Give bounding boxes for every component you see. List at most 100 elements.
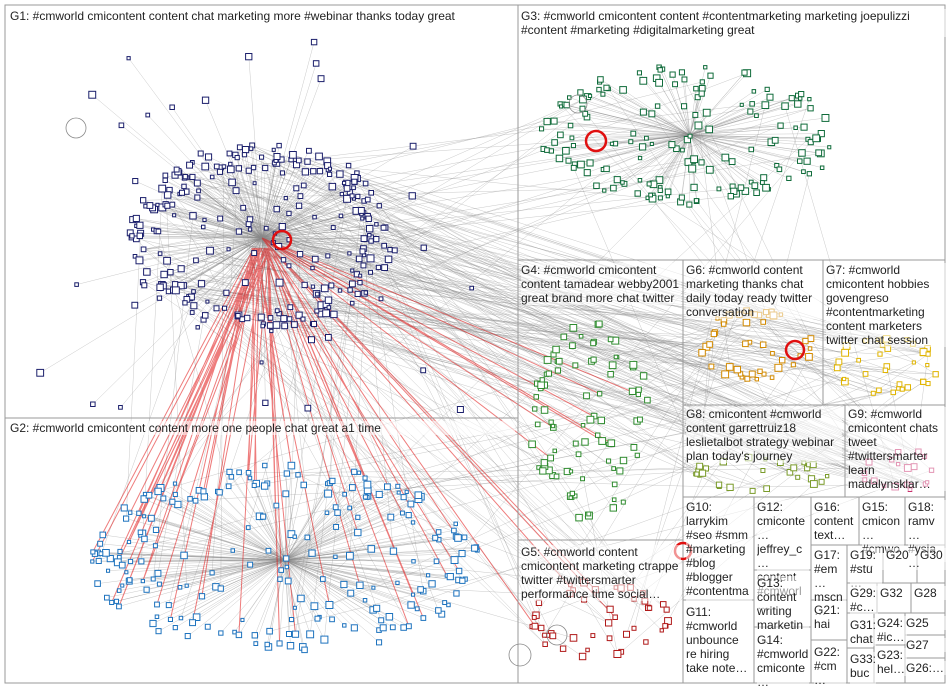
node	[657, 67, 663, 73]
node	[194, 194, 201, 201]
node	[104, 594, 110, 601]
node	[117, 548, 123, 555]
node	[396, 490, 401, 495]
node	[408, 192, 416, 200]
node	[569, 634, 578, 642]
node	[779, 357, 786, 364]
node	[116, 603, 122, 610]
self-loop	[508, 643, 532, 667]
node	[563, 101, 570, 109]
node	[248, 146, 254, 151]
node	[304, 534, 311, 541]
node	[400, 494, 407, 501]
node	[280, 315, 288, 323]
node	[260, 513, 267, 520]
node	[213, 163, 220, 170]
node	[189, 619, 197, 627]
node	[459, 577, 466, 584]
node	[340, 580, 348, 589]
node	[339, 191, 345, 197]
node	[149, 619, 157, 628]
node	[925, 351, 931, 357]
node	[200, 493, 208, 501]
node	[292, 605, 297, 610]
node	[316, 168, 324, 175]
node	[162, 172, 169, 179]
node	[539, 126, 545, 132]
node	[760, 180, 765, 185]
node	[725, 363, 734, 371]
node	[155, 628, 162, 635]
node	[827, 145, 832, 150]
node	[575, 513, 583, 522]
node	[433, 558, 440, 565]
node	[639, 143, 647, 151]
node	[648, 192, 653, 198]
node	[363, 290, 369, 295]
node	[595, 320, 603, 328]
node	[737, 184, 745, 191]
node	[637, 416, 643, 423]
node	[362, 475, 368, 481]
node	[694, 94, 701, 101]
node	[569, 135, 575, 141]
node	[193, 179, 201, 187]
node	[405, 512, 412, 519]
node	[694, 121, 703, 130]
node	[300, 182, 307, 189]
node	[456, 406, 464, 413]
node	[639, 76, 648, 85]
node	[245, 525, 251, 530]
node	[577, 160, 585, 169]
node	[607, 336, 614, 343]
node	[132, 214, 140, 222]
node	[620, 180, 625, 185]
node	[699, 79, 705, 85]
node	[597, 416, 605, 425]
node	[728, 158, 736, 165]
node	[726, 483, 734, 492]
node	[356, 470, 362, 475]
node	[141, 282, 148, 289]
node	[747, 108, 754, 115]
node	[325, 334, 332, 341]
node	[163, 256, 171, 265]
group-label-g32: G32	[880, 586, 910, 600]
node	[171, 281, 179, 288]
node	[702, 108, 711, 117]
node	[600, 91, 606, 97]
node	[216, 489, 223, 496]
node	[278, 567, 284, 573]
node	[634, 190, 641, 197]
node	[623, 630, 630, 638]
node	[354, 528, 362, 537]
node	[118, 561, 126, 569]
node	[693, 198, 700, 204]
node	[179, 189, 185, 196]
node	[655, 78, 664, 87]
node	[605, 619, 613, 627]
node	[259, 360, 264, 365]
node	[326, 305, 332, 310]
node	[257, 313, 265, 321]
node	[611, 497, 617, 502]
node	[132, 254, 138, 259]
node	[567, 95, 572, 100]
node	[552, 448, 557, 454]
node	[548, 419, 554, 425]
node	[547, 454, 555, 462]
group-label-g14: G14: #cmworld cmiconte…	[757, 633, 809, 688]
node	[227, 165, 235, 174]
node	[277, 576, 283, 582]
node	[36, 368, 45, 377]
node	[236, 144, 243, 151]
node	[234, 155, 240, 161]
node	[147, 514, 155, 522]
node	[251, 250, 258, 257]
node	[205, 153, 213, 161]
node	[760, 468, 766, 473]
node	[98, 551, 104, 557]
node	[371, 585, 376, 590]
node	[327, 171, 333, 178]
node	[664, 188, 672, 196]
